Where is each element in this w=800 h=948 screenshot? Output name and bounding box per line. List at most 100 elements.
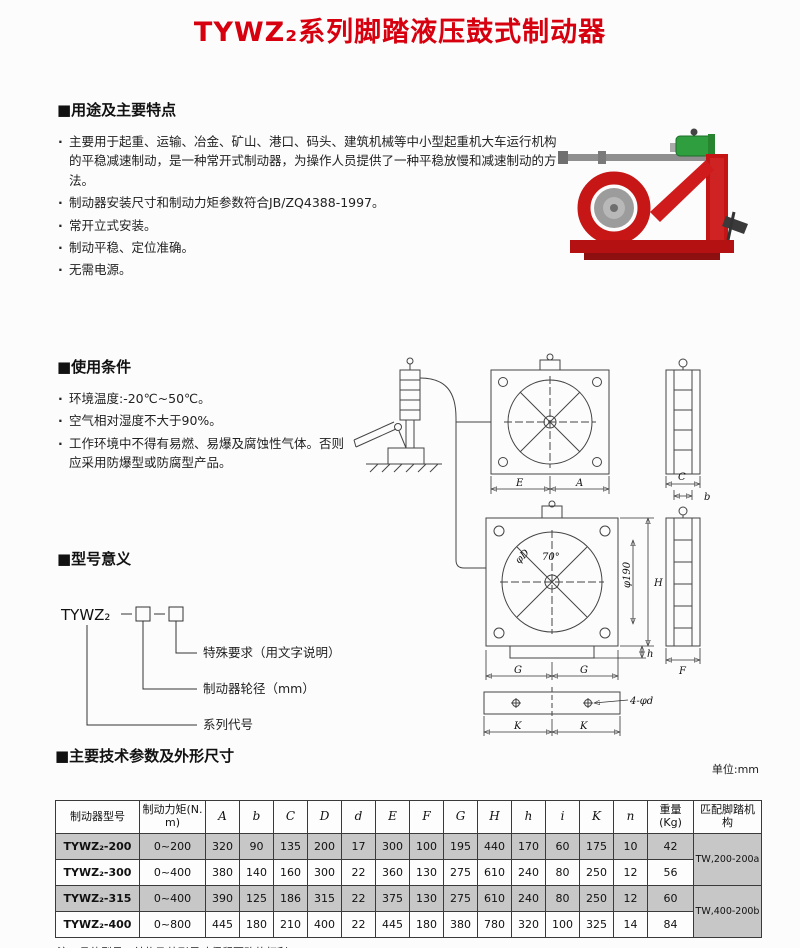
cell: 22 bbox=[341, 859, 376, 886]
model-label-special: 特殊要求（用文字说明） bbox=[203, 645, 341, 660]
cell: 135 bbox=[273, 833, 308, 860]
cell: 90 bbox=[239, 833, 274, 860]
cell: 100 bbox=[545, 911, 580, 938]
unit-label: 单位:mm bbox=[711, 763, 759, 776]
col-model: 制动器型号 bbox=[55, 800, 140, 834]
table-row: TYWZ₂-400 0~800 445 180 210 400 22 445 1… bbox=[55, 911, 762, 938]
cell: 175 bbox=[579, 833, 614, 860]
dim-label-phiD: φD bbox=[513, 548, 531, 566]
table-row: TYWZ₂-200 0~200 320 90 135 200 17 300 10… bbox=[55, 833, 762, 886]
col-F: F bbox=[409, 800, 444, 834]
section-model-meaning: ■型号意义 TYWZ₂ 特殊要求（用文字说明） 制动器轮径（mm） 系列代号 bbox=[57, 548, 397, 751]
cell: 240 bbox=[511, 885, 546, 912]
cell-weight: 56 bbox=[647, 859, 694, 886]
cell: 300 bbox=[307, 859, 342, 886]
table-note: 注：具体型号、结构及外形尺寸保留更改的权利。 bbox=[57, 944, 761, 948]
condition-item: 工作环境中不得有易燃、易爆及腐蚀性气体。否则应采用防爆型或防腐型产品。 bbox=[57, 434, 351, 473]
conditions-heading: ■使用条件 bbox=[57, 358, 132, 376]
model-label-wheel: 制动器轮径（mm） bbox=[203, 681, 315, 696]
cell: 390 bbox=[205, 885, 240, 912]
dim-label-h: h bbox=[647, 649, 653, 660]
cell: 130 bbox=[409, 859, 444, 886]
cell: 140 bbox=[239, 859, 274, 886]
model-box-special bbox=[135, 606, 151, 622]
feature-item: 无需电源。 bbox=[57, 260, 557, 280]
cell: 315 bbox=[307, 885, 342, 912]
cell: 380 bbox=[443, 911, 478, 938]
front-view-main bbox=[485, 500, 619, 659]
col-i: i bbox=[545, 800, 580, 834]
cell: 250 bbox=[579, 885, 614, 912]
cell: 380 bbox=[205, 859, 240, 886]
cell: 320 bbox=[511, 911, 546, 938]
cell-weight: 42 bbox=[647, 833, 694, 860]
product-photo bbox=[558, 124, 753, 269]
cell: 250 bbox=[579, 859, 614, 886]
features-list: 主要用于起重、运输、冶金、矿山、港口、码头、建筑机械等中小型起重机大车运行机构的… bbox=[57, 132, 557, 280]
cell-model: TYWZ₂-200 bbox=[55, 833, 140, 860]
dim-label-C: C bbox=[678, 472, 686, 483]
cell-mechanism: TW,400-200b bbox=[693, 885, 762, 938]
cell: 12 bbox=[613, 859, 648, 886]
cell-weight: 60 bbox=[647, 885, 694, 912]
table-row: TYWZ₂-300 0~400 380 140 160 300 22 360 1… bbox=[55, 859, 762, 886]
cell: 445 bbox=[375, 911, 410, 938]
col-K: K bbox=[579, 800, 614, 834]
condition-item: 空气相对湿度不大于90%。 bbox=[57, 411, 351, 431]
col-E: E bbox=[375, 800, 410, 834]
cell: 320 bbox=[205, 833, 240, 860]
col-d: d bbox=[341, 800, 376, 834]
cell-weight: 84 bbox=[647, 911, 694, 938]
dim-EA: E A bbox=[491, 476, 609, 494]
table-row: TYWZ₂-315 0~400 390 125 186 315 22 375 1… bbox=[55, 885, 762, 938]
cell: 440 bbox=[477, 833, 512, 860]
dim-label-G2: G bbox=[580, 665, 588, 676]
dim-Cb: C b bbox=[666, 472, 710, 503]
col-h: h bbox=[511, 800, 546, 834]
dim-label-angle: 70° bbox=[542, 552, 560, 563]
cell: 275 bbox=[443, 859, 478, 886]
cell-model: TYWZ₂-315 bbox=[55, 885, 140, 912]
section-features: ■用途及主要特点 主要用于起重、运输、冶金、矿山、港口、码头、建筑机械等中小型起… bbox=[57, 99, 557, 283]
conditions-list: 环境温度:-20℃~50℃。 空气相对湿度不大于90%。 工作环境中不得有易燃、… bbox=[57, 389, 351, 473]
cell-torque: 0~200 bbox=[139, 833, 206, 860]
section-parameters: ■主要技术参数及外形尺寸 单位:mm 制动器型号 制动力矩(N. m) A b … bbox=[55, 745, 762, 948]
spec-table: 制动器型号 制动力矩(N. m) A b C D d E F G H h i K… bbox=[55, 800, 762, 938]
model-box-wheel bbox=[168, 606, 184, 622]
model-label-series: 系列代号 bbox=[203, 717, 253, 732]
cell: 195 bbox=[443, 833, 478, 860]
table-header-row: 制动器型号 制动力矩(N. m) A b C D d E F G H h i K… bbox=[55, 800, 762, 834]
cell: 22 bbox=[341, 911, 376, 938]
cell: 210 bbox=[273, 911, 308, 938]
cell: 130 bbox=[409, 885, 444, 912]
cell: 780 bbox=[477, 911, 512, 938]
cell-torque: 0~800 bbox=[139, 911, 206, 938]
dim-label-bolt: 4-φd bbox=[629, 696, 653, 707]
cell: 125 bbox=[239, 885, 274, 912]
page-title: TYWZ₂系列脚踏液压鼓式制动器 bbox=[193, 17, 607, 48]
col-D: D bbox=[307, 800, 342, 834]
dim-KK: K K 4-φd bbox=[484, 696, 653, 736]
cell-torque: 0~400 bbox=[139, 859, 206, 886]
cell: 445 bbox=[205, 911, 240, 938]
cell: 375 bbox=[375, 885, 410, 912]
dim-label-A: A bbox=[575, 478, 583, 489]
feature-item: 主要用于起重、运输、冶金、矿山、港口、码头、建筑机械等中小型起重机大车运行机构的… bbox=[57, 132, 557, 190]
col-torque: 制动力矩(N. m) bbox=[139, 800, 206, 834]
cell: 400 bbox=[307, 911, 342, 938]
condition-item: 环境温度:-20℃~50℃。 bbox=[57, 389, 351, 409]
cell: 100 bbox=[409, 833, 444, 860]
cell: 180 bbox=[239, 911, 274, 938]
cell: 80 bbox=[545, 859, 580, 886]
technical-drawings: E A C bbox=[336, 348, 766, 743]
col-weight: 重量(Kg) bbox=[647, 800, 694, 834]
dim-F: F bbox=[666, 648, 700, 677]
col-H: H bbox=[477, 800, 512, 834]
cell: 240 bbox=[511, 859, 546, 886]
col-G: G bbox=[443, 800, 478, 834]
cell: 14 bbox=[613, 911, 648, 938]
col-A: A bbox=[205, 800, 240, 834]
technical-drawing-svg: E A C bbox=[353, 353, 710, 736]
pedal-assembly bbox=[353, 357, 491, 569]
